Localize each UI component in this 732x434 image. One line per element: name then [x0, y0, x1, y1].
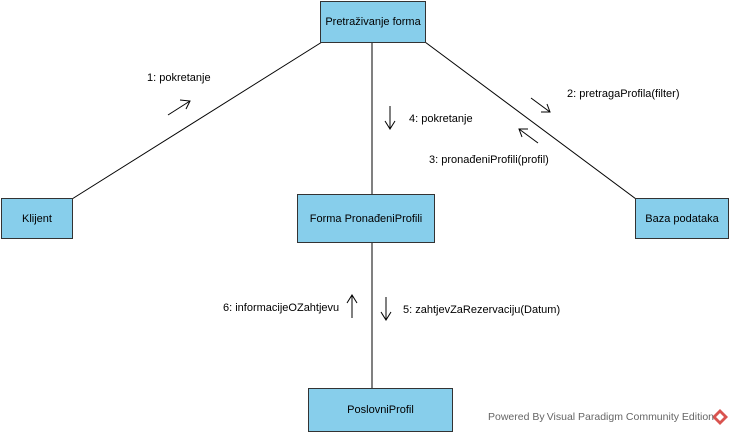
node-label: Baza podataka: [645, 212, 719, 225]
link-pretrazivanje-baza: [424, 41, 637, 200]
message-label-5: 5: zahtjevZaRezervaciju(Datum): [403, 304, 561, 316]
link-klijent-pretrazivanje: [71, 41, 323, 200]
message-arrow-4: [384, 106, 396, 130]
message-arrow-5: [380, 297, 392, 321]
message-label-4: 4: pokretanje: [409, 113, 473, 125]
node-pretrazivanje-forma[interactable]: Pretraživanje forma: [320, 1, 426, 43]
message-label-3: 3: pronađeniProfili(profil): [429, 154, 549, 166]
node-label: PoslovniProfil: [347, 404, 414, 416]
node-klijent[interactable]: Klijent: [1, 198, 73, 239]
message-label-2: 2: pretragaProfila(filter): [567, 88, 680, 100]
node-forma-pronadjeni-profili[interactable]: Forma PronađeniProfili: [297, 194, 435, 243]
message-label-1: 1: pokretanje: [147, 72, 211, 84]
node-poslovni-profil[interactable]: PoslovniProfil: [308, 388, 453, 432]
node-baza-podataka[interactable]: Baza podataka: [635, 198, 729, 239]
message-arrow-2: [530, 97, 551, 113]
node-label: Forma PronađeniProfili: [309, 212, 423, 225]
message-label-6: 6: informacijeOZahtjevu: [223, 302, 340, 314]
message-arrow-1: [167, 99, 191, 116]
message-arrow-6: [346, 294, 358, 318]
node-label: Klijent: [22, 212, 52, 225]
node-label: Pretraživanje forma: [325, 16, 421, 28]
visual-paradigm-logo-icon: [712, 409, 728, 425]
watermark-text: Powered By Visual Paradigm Community Edi…: [488, 411, 715, 423]
message-arrow-3: [518, 128, 539, 144]
